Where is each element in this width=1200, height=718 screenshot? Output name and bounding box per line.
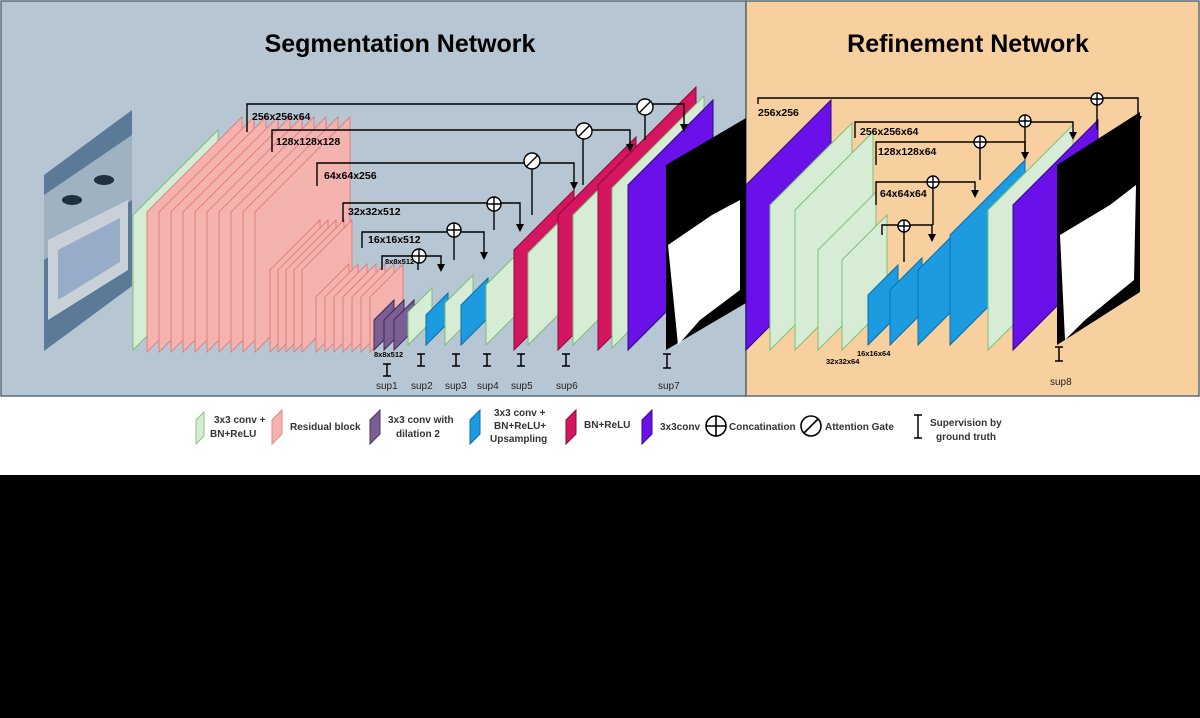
dim-label: 16x16x64 bbox=[857, 349, 891, 358]
supervision-markers: sup1 sup2 sup3 sup4 sup5 sup6 sup7 sup8 bbox=[376, 346, 1072, 392]
supervision-icon bbox=[383, 363, 391, 377]
input-face-image bbox=[44, 110, 132, 351]
concatenation-icon bbox=[1018, 114, 1032, 128]
sup-label: sup4 bbox=[477, 381, 499, 392]
legend-label-residual: Residual block bbox=[290, 422, 361, 433]
concatenation-icon bbox=[486, 196, 502, 212]
dim-label: 128x128x128 bbox=[276, 136, 340, 148]
dim-label: 64x64x64 bbox=[880, 188, 927, 200]
sup-label: sup3 bbox=[445, 381, 467, 392]
dim-label: 256x256x64 bbox=[860, 126, 919, 138]
concatenation-icon bbox=[411, 248, 427, 264]
concatenation-icon bbox=[1090, 92, 1104, 106]
legend-label-dilated-1: 3x3 conv with bbox=[388, 415, 454, 426]
layer-blocks bbox=[132, 85, 1099, 354]
legend-label-upsampling-3: Upsampling bbox=[490, 434, 547, 445]
dim-label: 256x256x64 bbox=[252, 111, 311, 123]
connection-line bbox=[361, 231, 488, 260]
legend-swatch-conv-bn-relu bbox=[195, 410, 205, 446]
legend-label-conv-bn-relu-2: BN+ReLU bbox=[210, 429, 256, 440]
dim-label: 8x8x512 bbox=[385, 257, 414, 266]
legend-label-concatenation: Concatination bbox=[729, 422, 796, 433]
segmentation-output-mask bbox=[666, 118, 746, 350]
sup-label: sup6 bbox=[556, 381, 578, 392]
supervision-icon bbox=[483, 353, 491, 367]
concatenation-icon bbox=[446, 222, 462, 238]
concatenation-icon bbox=[973, 135, 987, 149]
dim-label: 128x128x64 bbox=[878, 146, 937, 158]
legend-swatch-bn-relu bbox=[565, 408, 577, 446]
dim-label: 32x32x64 bbox=[826, 357, 860, 366]
supervision-icon bbox=[1055, 346, 1063, 362]
connection-line bbox=[757, 97, 1142, 124]
attention-gate-icon bbox=[800, 415, 822, 437]
attention-gate-icon bbox=[523, 152, 541, 170]
supervision-icon bbox=[914, 414, 922, 439]
legend-label-bn-relu: BN+ReLU bbox=[584, 420, 630, 431]
upsampling-block bbox=[460, 276, 489, 347]
skip-connections bbox=[246, 92, 1142, 272]
legend-label-supervision-1: Supervision by bbox=[930, 418, 1002, 429]
upsampling-block bbox=[425, 291, 449, 347]
sup-label: sup5 bbox=[511, 381, 533, 392]
connection-line bbox=[271, 129, 634, 152]
refinement-title: Refinement Network bbox=[847, 30, 1089, 58]
upsampling-block bbox=[867, 263, 899, 347]
dim-label: 256x256 bbox=[758, 107, 799, 119]
sup-label: sup2 bbox=[411, 381, 433, 392]
connection-line bbox=[316, 162, 578, 190]
legend-label-upsampling-1: 3x3 conv + bbox=[494, 408, 546, 419]
concatenation-icon bbox=[926, 175, 940, 189]
supervision-icon bbox=[562, 353, 570, 367]
legend-swatch-upsampling bbox=[469, 408, 481, 446]
dim-label: 32x32x512 bbox=[348, 206, 401, 218]
supervision-icon bbox=[417, 353, 425, 367]
dimension-labels: 256x256x64 128x128x128 64x64x256 32x32x5… bbox=[252, 107, 937, 366]
attention-gate-icon bbox=[575, 122, 593, 140]
legend-label-conv3x3: 3x3conv bbox=[660, 422, 700, 433]
segmentation-title: Segmentation Network bbox=[265, 30, 536, 58]
connection-line bbox=[246, 103, 688, 132]
connection-line bbox=[875, 181, 979, 205]
legend-swatch-dilated-conv bbox=[369, 408, 381, 446]
supervision-icon bbox=[663, 353, 671, 369]
sup-label: sup8 bbox=[1050, 377, 1072, 388]
legend-swatch-conv3x3 bbox=[641, 408, 653, 446]
dim-label: 8x8x512 bbox=[374, 350, 403, 359]
supervision-icon bbox=[517, 353, 525, 367]
refined-output-mask bbox=[1057, 112, 1140, 345]
concatenation-icon bbox=[897, 219, 911, 233]
legend-label-dilated-2: dilation 2 bbox=[396, 429, 440, 440]
conv-bn-relu-block bbox=[407, 286, 433, 347]
legend-label-conv-bn-relu-1: 3x3 conv + bbox=[214, 415, 266, 426]
legend: 3x3 conv + BN+ReLU Residual block 3x3 co… bbox=[195, 408, 1002, 446]
attention-gate-icon bbox=[636, 98, 654, 116]
connection-line bbox=[342, 202, 524, 232]
sup-label: sup1 bbox=[376, 381, 398, 392]
dim-label: 16x16x512 bbox=[368, 234, 421, 246]
upsampling-block bbox=[889, 256, 923, 347]
concatenation-icon bbox=[705, 415, 727, 437]
sup-label: sup7 bbox=[658, 381, 680, 392]
legend-swatch-residual bbox=[271, 408, 283, 446]
legend-label-upsampling-2: BN+ReLU+ bbox=[494, 421, 546, 432]
legend-label-attention-gate: Attention Gate bbox=[825, 422, 894, 433]
supervision-icon bbox=[452, 353, 460, 367]
dim-label: 64x64x256 bbox=[324, 170, 377, 182]
connection-line bbox=[854, 121, 1077, 140]
legend-label-supervision-2: ground truth bbox=[936, 432, 996, 443]
